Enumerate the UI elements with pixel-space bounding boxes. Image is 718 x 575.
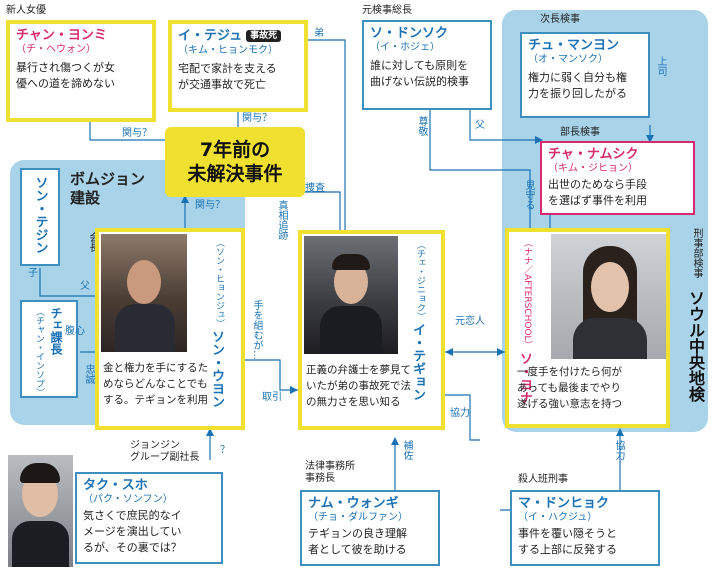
lee-tejun-name: イ・テジュ <box>178 28 243 44</box>
so-yona-role: 刑事部検事 <box>691 228 702 278</box>
son-uyon-desc: 金と権力を手にするた めならどんなことでも する。テギョンを利用 <box>103 362 209 406</box>
rel-kanyo-3: 関与？ <box>195 200 225 211</box>
che-box: チェ課長 （チャン・インソプ） <box>20 300 78 398</box>
lee-tegyon-name: イ・テギョン <box>410 323 425 401</box>
son-uyon-role: 会長 <box>87 232 98 252</box>
center-title: 7年前の 未解決事件 <box>187 139 283 185</box>
line-son-tejin <box>39 268 95 297</box>
son-tejin-name: ソン・テジン <box>32 176 48 254</box>
rel-ko: 子 <box>28 268 38 279</box>
ma-desc: 事件を覆い隠そうと する上部に反発する <box>518 527 617 556</box>
chan-name: チャン・ヨンミ <box>16 28 107 43</box>
cha-box: チャ・ナムシク （キム・ジヒョン） 出世のためなら手段 を選ばず事件を利用 <box>540 141 695 215</box>
che-reading: （チャン・インソプ） <box>34 307 44 397</box>
so-dongsok-box: ソ・ドンソク （イ・ホジェ） 誰に対しても原則を 曲げない伝説的検事 <box>362 20 492 110</box>
tak-name: タク・スホ <box>83 478 148 493</box>
lee-tejun-desc: 宅配で家計を支える が交通事故で死亡 <box>178 61 277 91</box>
line-son-tegyon <box>245 359 300 391</box>
lee-tejun-badge: 事故死 <box>246 30 282 42</box>
tak-box: タク・スホ （パク・ソンフン） 気さくで庶民的なイ メージを演出してい るが、そ… <box>75 472 223 564</box>
lee-tegyon-desc: 正義の弁護士を夢見て いたが弟の事故死で法 の無力さを思い知る <box>306 364 411 408</box>
son-uyon-reading: （ソン・ヒョンジュ） <box>214 238 224 328</box>
cha-role: 部長検事 <box>560 127 600 138</box>
chan-box: チャン・ヨンミ （チ・ヘウォン） 暴行され傷つくが女 優への道を諦めない <box>6 20 156 122</box>
center-event: 7年前の 未解決事件 <box>165 127 305 197</box>
nam-box: ナム・ウォンギ （チョ・ダルファン） テギョンの良き理解 者として彼を助ける <box>300 490 440 566</box>
chan-desc: 暴行され傷つくが女 優への道を諦めない <box>16 61 115 90</box>
chu-role: 次長検事 <box>540 14 580 25</box>
tak-desc: 気さくで庶民的なイ メージを演出してい るが、その裏では？ <box>83 509 182 554</box>
rel-joushi: 上司 <box>655 56 666 76</box>
chu-desc: 権力に弱く自分も権 力を振り回したがる <box>528 71 627 100</box>
ma-role: 殺人班刑事 <box>518 474 568 485</box>
son-uyon-photo <box>101 234 187 352</box>
bomjeon-group-label: ボムジョン 建設 <box>70 170 146 207</box>
seoul-group-label: ソウル中央地検 <box>686 290 705 402</box>
so-yona-desc: 一度手を付けたら何が あっても最後までやり 遂げる強い意志を持つ <box>517 366 622 410</box>
line-so-cha <box>469 110 540 141</box>
rel-motokoibito: 元恋人 <box>455 316 485 327</box>
rel-hosa: 補佐 <box>401 440 412 460</box>
so-yona-name: ソ・ヨナ <box>517 351 532 404</box>
nam-role: 法律事務所 事務長 <box>305 461 355 484</box>
lee-tegyon-photo <box>304 236 398 354</box>
rel-chuusei: 忠誠 <box>83 364 94 384</box>
lee-tejun-box: イ・テジュ事故死 （キム・ヒョンモク） 宅配で家計を支える が交通事故で死亡 <box>168 20 308 112</box>
rel-kyouryoku-2: 協力 <box>613 440 624 460</box>
rel-fukushin: 腹心 <box>65 326 85 337</box>
lee-tegyon-reading: （チェ・ジニョク） <box>415 240 425 321</box>
rel-mimamoru: 見守る <box>523 180 534 210</box>
son-uyon-box: ソン・ウヨン （ソン・ヒョンジュ） 金と権力を手にするた めならどんなことでも … <box>95 228 245 430</box>
rel-torihiki: 取引 <box>262 392 282 403</box>
line-tegyon-ma <box>445 394 480 441</box>
rel-te-kumu: 手を組むが… <box>251 300 262 360</box>
tak-role: ジョンジン グループ副社長 <box>130 440 200 463</box>
rel-sousa: 捜査 <box>305 183 325 194</box>
rel-kyouryoku-1: 協力 <box>450 408 470 419</box>
cha-desc: 出世のためなら手段 を選ばず事件を利用 <box>548 178 647 207</box>
tak-photo <box>8 455 73 567</box>
rel-chichi-2: 父 <box>80 281 90 292</box>
rel-sonkei: 尊敬 <box>416 116 427 136</box>
line-tejun-tegyon <box>308 39 346 240</box>
line-chan-center <box>89 122 175 141</box>
lee-tejun-reading: （キム・ヒョンモク） <box>178 44 278 56</box>
rel-kanyo-1: 関与？ <box>122 128 152 139</box>
so-yona-box: ソ・ヨナ （ナナ／AFTERSCHOOL） 一度手を付けたら何が あっても最後ま… <box>505 228 670 428</box>
chu-reading: （オ・マンソク） <box>528 54 608 65</box>
nam-desc: テギョンの良き理解 者として彼を助ける <box>308 527 407 556</box>
son-tejin-box: ソン・テジン <box>20 168 60 266</box>
rel-shinsou: 真相追跡 <box>276 200 287 240</box>
rel-otouto: 弟 <box>314 28 324 39</box>
so-yona-reading: （ナナ／AFTERSCHOOL） <box>522 238 532 350</box>
so-dongsok-role: 元検事総長 <box>362 5 412 16</box>
rel-kanyo-2: 関与？ <box>242 113 272 124</box>
son-uyon-name: ソン・ウヨン <box>209 330 224 408</box>
nam-name: ナム・ウォンギ <box>308 496 399 511</box>
cha-name: チャ・ナムシク <box>548 147 639 162</box>
chan-role: 新人女優 <box>6 5 46 16</box>
ma-reading: （イ・ハクジュ） <box>518 512 598 523</box>
line-so-yona <box>429 110 531 235</box>
so-dongsok-reading: （イ・ホジェ） <box>370 42 440 53</box>
chu-box: チュ・マンヨン （オ・マンソク） 権力に弱く自分も権 力を振り回したがる <box>520 32 650 118</box>
che-name: チェ課長 <box>49 307 63 355</box>
nam-reading: （チョ・ダルファン） <box>308 512 408 523</box>
rel-question: ？ <box>220 445 230 456</box>
cha-reading: （キム・ジヒョン） <box>548 163 638 174</box>
so-yona-photo <box>551 234 666 359</box>
rel-chichi: 父 <box>475 120 485 131</box>
chu-name: チュ・マンヨン <box>528 38 620 53</box>
so-dongsok-name: ソ・ドンソク <box>370 26 449 41</box>
chan-reading: （チ・ヘウォン） <box>16 44 96 55</box>
lee-tegyon-box: イ・テギョン （チェ・ジニョク） 正義の弁護士を夢見て いたが弟の事故死で法 の… <box>298 230 445 430</box>
ma-name: マ・ドンヒョク <box>518 496 610 511</box>
so-dongsok-desc: 誰に対しても原則を 曲げない伝説的検事 <box>370 59 469 88</box>
ma-box: マ・ドンヒョク （イ・ハクジュ） 事件を覆い隠そうと する上部に反発する <box>510 490 660 566</box>
tak-reading: （パク・ソンフン） <box>83 494 173 505</box>
